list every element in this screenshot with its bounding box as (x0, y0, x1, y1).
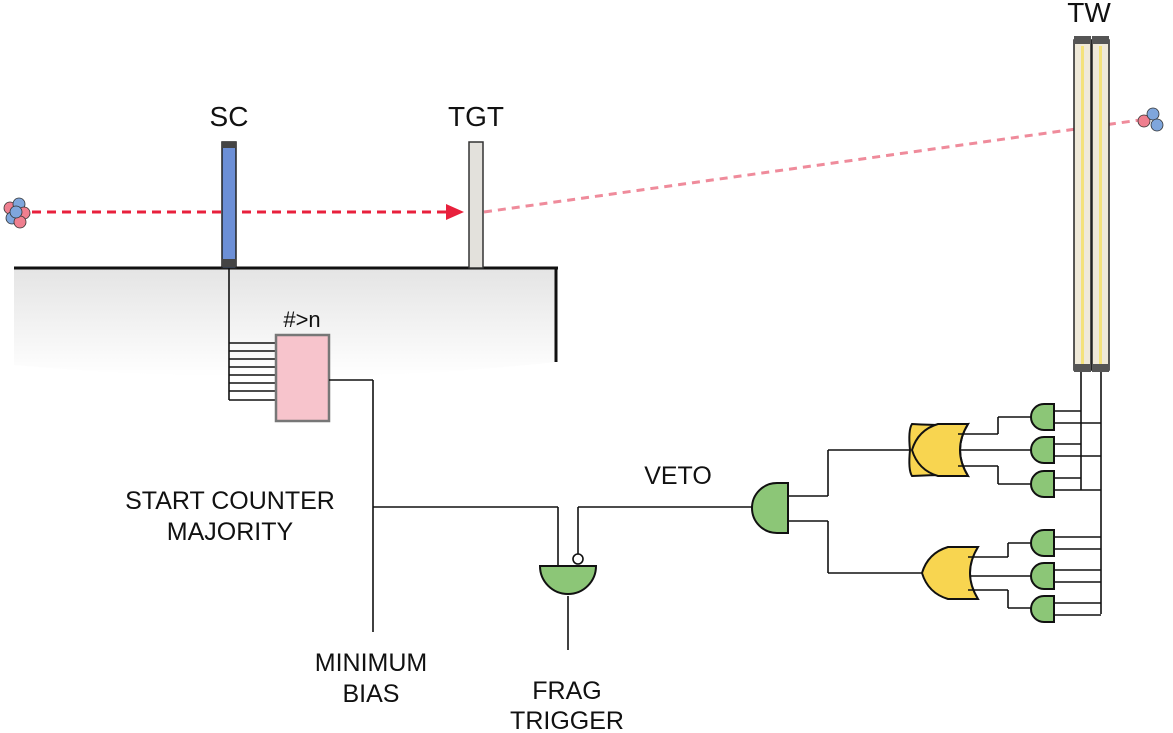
tw-and-gate-4 (1030, 529, 1055, 557)
beam-arrow-icon (446, 204, 464, 220)
frag-trigger-label-line1: FRAG (532, 677, 601, 705)
fragment-beam (483, 118, 1141, 214)
incoming-nucleus-icon (3, 197, 31, 229)
start-counter-detector (221, 141, 237, 269)
tw-and-gate-2 (1030, 436, 1055, 464)
tof-wall-detector (1073, 36, 1110, 372)
majority-box-label: #>n (283, 307, 320, 332)
veto-label: VETO (644, 462, 712, 490)
outgoing-fragment-icon (1137, 107, 1164, 132)
start-counter-label-line2: MAJORITY (167, 518, 294, 546)
veto-input-wires (788, 449, 922, 574)
trigger-wires (329, 379, 760, 650)
minimum-bias-label-line1: MINIMUM (315, 649, 427, 677)
support-table (14, 266, 558, 377)
tof-wall-readout-wires (1054, 372, 1102, 616)
tw-and-gate-5 (1030, 562, 1055, 590)
frag-trigger-label-line2: TRIGGER (510, 707, 624, 733)
inverter-bubble-icon (572, 553, 584, 565)
tgt-label: TGT (448, 101, 504, 132)
or-gate-input-wires (958, 416, 1032, 609)
lower-or-gate (920, 546, 980, 600)
upper-or-gate-body (910, 423, 970, 477)
minimum-bias-label-line2: BIAS (343, 680, 400, 708)
sc-readout-wires (228, 268, 276, 401)
target-detector (468, 141, 484, 269)
frag-trigger-and-gate (538, 553, 598, 595)
majority-logic-box (274, 333, 331, 423)
sc-label: SC (210, 101, 249, 132)
tof-wall-and-gates (1030, 403, 1055, 623)
incoming-beam (32, 204, 464, 220)
tw-and-gate-3 (1030, 470, 1055, 498)
veto-and-gate (751, 482, 789, 534)
tw-and-gate-1 (1030, 403, 1055, 431)
tw-and-gate-6 (1030, 595, 1055, 623)
tw-label: TW (1067, 0, 1111, 28)
start-counter-label-line1: START COUNTER (125, 487, 335, 515)
